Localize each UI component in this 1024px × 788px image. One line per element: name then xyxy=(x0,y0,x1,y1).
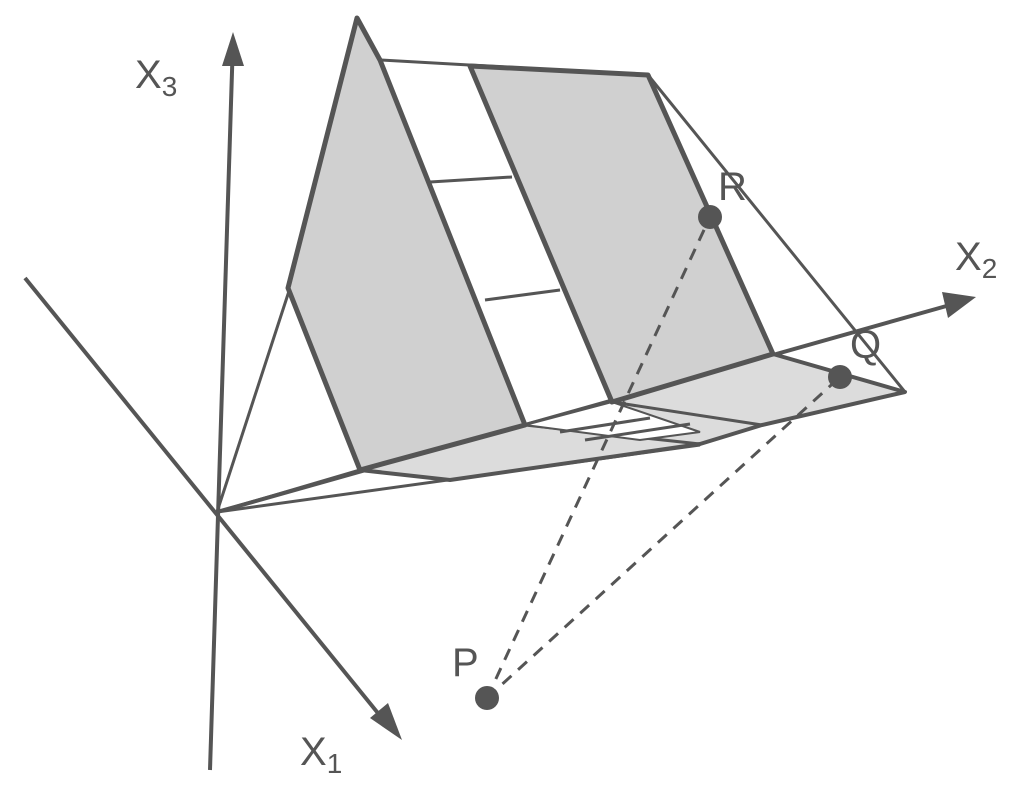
point-p xyxy=(475,686,499,710)
label-p: P xyxy=(452,641,479,685)
origin-ray-mid xyxy=(216,468,361,514)
origin-ray-upper xyxy=(215,287,292,513)
bottom-fold-line-2 xyxy=(611,400,763,427)
x2-label: X2 xyxy=(955,235,997,284)
dashed-line-p-q xyxy=(485,375,842,700)
left-panel xyxy=(285,15,528,473)
x3-label: X3 xyxy=(135,53,177,102)
ladder-rung-2 xyxy=(484,288,561,302)
point-q xyxy=(828,365,852,389)
point-r xyxy=(698,205,722,229)
x3-axis xyxy=(208,39,235,771)
bottom-rung-2 xyxy=(584,422,691,442)
x2-arrowhead xyxy=(942,292,976,318)
bottom-rung-1 xyxy=(559,416,651,434)
x1-label: X1 xyxy=(300,730,342,779)
right-panel xyxy=(467,63,776,405)
dashed-line-p-r xyxy=(485,216,712,699)
x3-arrowhead xyxy=(222,32,244,66)
label-q: Q xyxy=(850,323,881,367)
outer-edge xyxy=(646,74,907,393)
ladder-rung-1 xyxy=(429,175,513,184)
x1-arrowhead xyxy=(370,703,402,740)
label-r: R xyxy=(718,165,747,209)
x1-axis xyxy=(23,276,392,730)
